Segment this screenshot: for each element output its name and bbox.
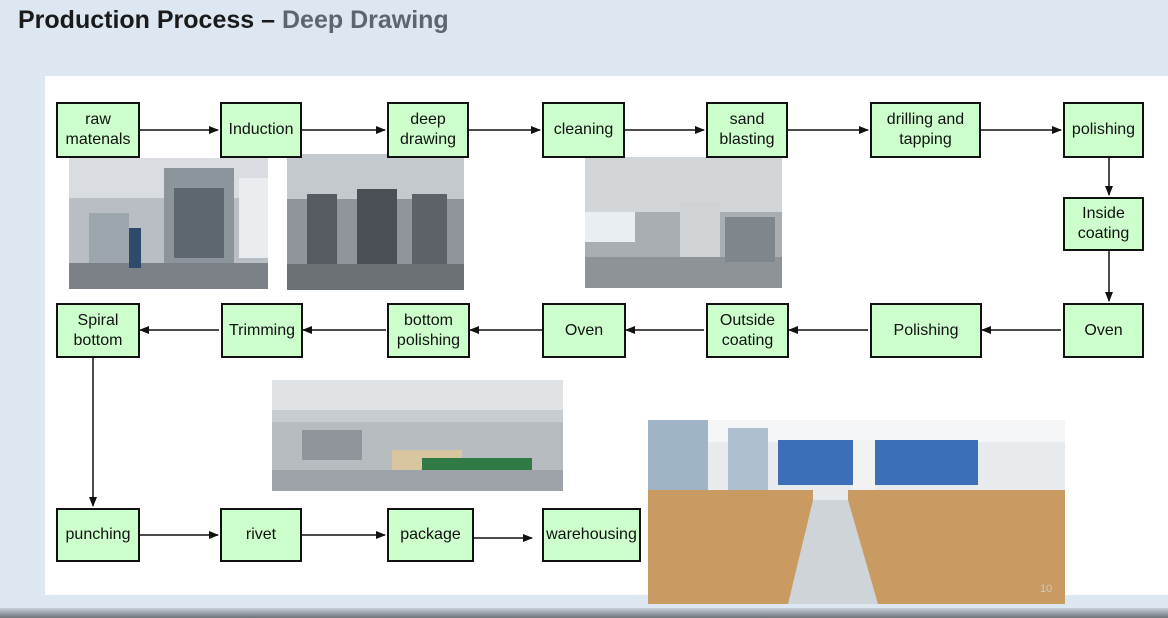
- step-deep-drawing: deep drawing: [387, 102, 469, 158]
- title-sub: Deep Drawing: [281, 6, 449, 34]
- title-dash: –: [261, 6, 276, 34]
- step-polishing-2: Polishing: [870, 303, 982, 358]
- step-spiral-bottom: Spiral bottom: [56, 303, 140, 358]
- step-punching: punching: [56, 508, 140, 562]
- step-cleaning: cleaning: [542, 102, 625, 158]
- page-number: 10: [1040, 583, 1053, 595]
- step-package: package: [387, 508, 474, 562]
- step-rivet: rivet: [220, 508, 302, 562]
- step-oven-2: Oven: [542, 303, 626, 358]
- factory-photo-cleaning-hall: [585, 157, 782, 288]
- step-polishing-1: polishing: [1063, 102, 1144, 158]
- step-warehousing: warehousing: [542, 508, 641, 562]
- step-raw-materials: raw matenals: [56, 102, 140, 158]
- step-sand-blasting: sand blasting: [706, 102, 788, 158]
- page-title: Production Process – Deep Drawing: [18, 2, 449, 38]
- step-drilling-tapping: drilling and tapping: [870, 102, 981, 158]
- warehouse-photo: [648, 420, 1065, 604]
- step-outside-coating: Outside coating: [706, 303, 789, 358]
- step-inside-coating: Inside coating: [1063, 197, 1144, 251]
- step-oven-1: Oven: [1063, 303, 1144, 358]
- factory-photo-press: [69, 158, 268, 289]
- step-trimming: Trimming: [221, 303, 303, 358]
- step-bottom-polishing: bottom polishing: [387, 303, 470, 358]
- factory-photo-drawing-line: [287, 154, 464, 290]
- window-bottom-bar: [0, 608, 1168, 618]
- title-main: Production Process: [18, 6, 255, 34]
- factory-photo-assembly-line: [272, 380, 563, 491]
- step-induction: Induction: [220, 102, 302, 158]
